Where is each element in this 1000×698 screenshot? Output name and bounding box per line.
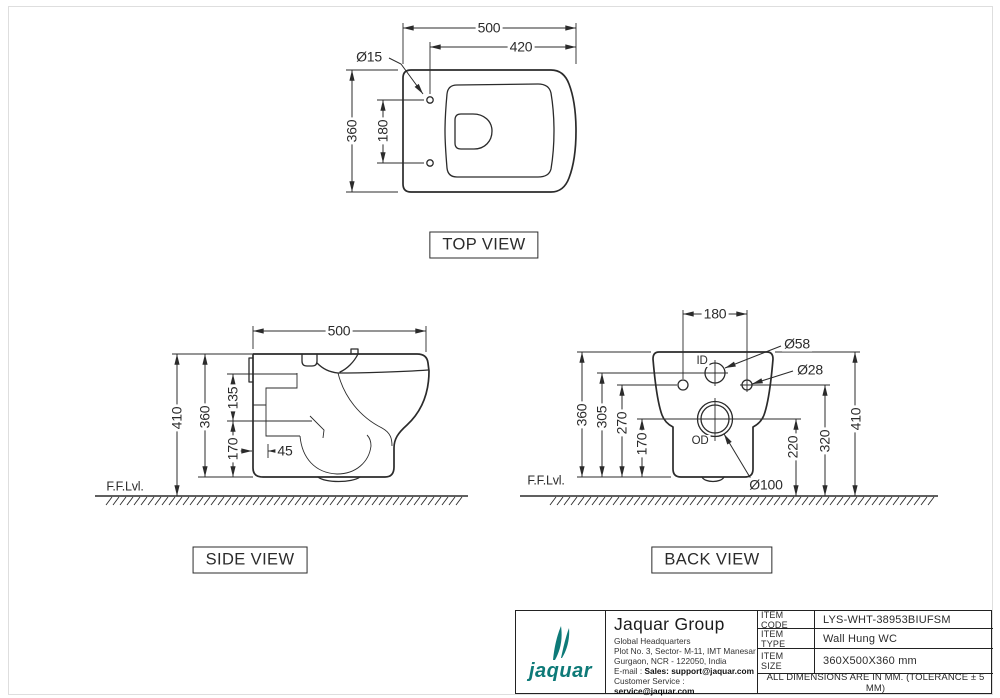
sheet-border	[8, 6, 993, 695]
back-floor-level-label: F.F.Lvl.	[527, 473, 565, 488]
item-type-row: ITEM TYPE Wall Hung WC	[758, 629, 993, 649]
dim-top-seat-width: 420	[507, 38, 535, 55]
logo-cell: jaquar	[516, 611, 606, 693]
dim-side-trap-height: 170	[224, 435, 241, 463]
jaquar-logo-icon	[552, 625, 569, 660]
dim-back-body-height: 360	[573, 401, 590, 429]
address-line-1: Global Headquarters	[614, 636, 691, 646]
jaquar-wordmark: jaquar	[528, 659, 593, 682]
dim-top-hole-dia: Ø15	[354, 48, 384, 65]
item-code-label: ITEM CODE	[758, 610, 815, 630]
dim-back-outlet-height: 170	[633, 430, 650, 458]
dim-back-fix-hole-floor: 320	[816, 427, 833, 455]
dim-back-fix-hole-height: 270	[613, 409, 630, 437]
back-view-caption: BACK VIEW	[651, 546, 773, 574]
item-size-row: ITEM SIZE 360X500X360 mm	[758, 649, 993, 674]
outlet-od-label: OD	[689, 434, 711, 448]
dim-back-total-height: 410	[847, 405, 864, 433]
top-view-caption: TOP VIEW	[429, 231, 539, 259]
side-view-geometry	[95, 326, 468, 497]
side-view-caption: SIDE VIEW	[192, 546, 308, 574]
company-cell: Jaquar Group Global Headquarters Plot No…	[606, 611, 758, 696]
tolerance-note: ALL DIMENSIONS ARE IN MM. (TOLERANCE ± 5…	[766, 672, 985, 694]
dim-back-inlet-dia: Ø58	[782, 335, 812, 352]
dim-side-total-height: 410	[168, 404, 185, 432]
dim-side-body-height: 360	[196, 403, 213, 431]
inlet-id-label: ID	[694, 354, 710, 368]
dim-top-hole-spacing: 180	[374, 117, 391, 145]
dim-top-width: 500	[475, 19, 503, 36]
item-type-label: ITEM TYPE	[758, 629, 815, 649]
ground-hatching	[105, 496, 935, 506]
service-value: service@jaquar.com	[614, 685, 695, 696]
dim-side-seat-height: 135	[224, 384, 241, 412]
item-type-value: Wall Hung WC	[823, 632, 898, 645]
item-code-value: LYS-WHT-38953BIUFSM	[823, 613, 951, 626]
email-value: Sales: support@jaquar.com	[644, 665, 754, 676]
dim-back-fix-hole-dia: Ø28	[795, 361, 825, 378]
item-table: ITEM CODE LYS-WHT-38953BIUFSM ITEM TYPE …	[758, 610, 993, 694]
dim-back-outlet-floor: 220	[784, 433, 801, 461]
email-line: E-mail : Sales: support@jaquar.com	[614, 665, 757, 677]
dim-top-depth: 360	[343, 117, 360, 145]
dim-back-inlet-height: 305	[593, 403, 610, 431]
item-code-row: ITEM CODE LYS-WHT-38953BIUFSM	[758, 610, 993, 630]
dim-side-length: 500	[325, 322, 353, 339]
title-block: jaquar Jaquar Group Global Headquarters …	[515, 610, 993, 696]
side-floor-level-label: F.F.Lvl.	[106, 479, 144, 494]
company-name: Jaquar Group	[614, 614, 725, 634]
dim-side-wall-gap: 45	[275, 442, 295, 459]
address-line-3: Gurgaon, NCR - 122050, India	[614, 655, 727, 666]
service-label: Customer Service :	[614, 675, 685, 686]
back-view-geometry	[520, 310, 938, 497]
dim-back-hole-spacing: 180	[701, 305, 729, 322]
service-line: Customer Service : service@jaquar.com	[614, 675, 757, 697]
email-label: E-mail :	[614, 665, 645, 676]
item-size-label: ITEM SIZE	[758, 649, 815, 673]
dim-back-outlet-dia: Ø100	[747, 476, 785, 493]
address-line-2: Plot No. 3, Sector- M-11, IMT Manesar	[614, 645, 756, 656]
tolerance-note-row: ALL DIMENSIONS ARE IN MM. (TOLERANCE ± 5…	[758, 672, 993, 694]
item-size-value: 360X500X360 mm	[823, 655, 917, 667]
